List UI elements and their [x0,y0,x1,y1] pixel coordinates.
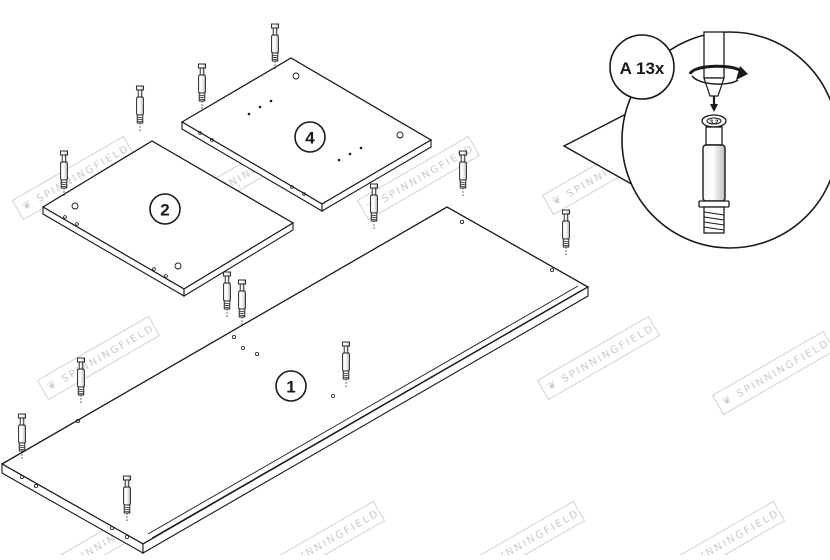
detail-callout: 3.2 A 13x [562,31,830,249]
svg-text:❦: ❦ [545,378,559,393]
panel-number-4: 4 [294,121,326,153]
cam-bolt [561,209,571,257]
watermark-stamp: ❦SPINNINGFIELD [261,500,386,560]
cam-bolt [135,85,145,133]
screw-size-marking: 3.2 [709,119,718,126]
panel-number-2-label: 2 [160,201,169,220]
cam-bolt [222,271,232,319]
panel-number-4-label: 4 [305,129,315,148]
watermark-stamp: ❦SPINNINGFIELD [661,500,786,560]
part-label-text: A 13x [620,59,665,78]
svg-text:❦: ❦ [20,198,34,213]
svg-text:SPINNINGFIELD: SPINNINGFIELD [485,508,582,555]
panel-number-1-label: 1 [286,378,295,397]
watermark-stamp: ❦SPINNINGFIELD [536,315,661,401]
svg-text:❦: ❦ [550,193,564,208]
part-label-badge: A 13x [609,34,675,100]
svg-text:❦: ❦ [45,378,59,393]
cam-bolt [369,183,379,231]
svg-text:SPINNINGFIELD: SPINNINGFIELD [685,508,782,555]
svg-text:SPINNINGFIELD: SPINNINGFIELD [560,323,657,385]
watermark-stamp: ❦SPINNINGFIELD [461,500,586,560]
svg-text:SPINNINGFIELD: SPINNINGFIELD [60,323,157,385]
panel-number-2: 2 [149,193,181,225]
cam-bolt-detail: 3.2 [698,114,730,234]
svg-text:SPINNINGFIELD: SPINNINGFIELD [285,508,382,555]
cam-bolt [237,279,247,327]
panel-number-1: 1 [275,370,307,402]
rotate-clockwise-icon [688,64,748,85]
watermark-stamp: ❦SPINNINGFIELD [711,330,830,416]
cam-bolt [197,63,207,111]
cam-bolt [270,23,280,71]
svg-text:SPINNINGFIELD: SPINNINGFIELD [735,338,830,400]
svg-text:❦: ❦ [720,393,734,408]
